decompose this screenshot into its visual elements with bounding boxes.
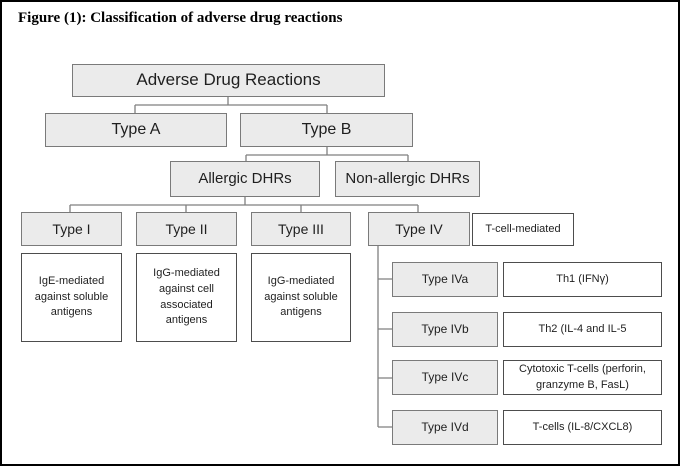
node-type-iii: Type III (251, 212, 351, 246)
node-adverse-drug-reactions: Adverse Drug Reactions (72, 64, 385, 97)
node-type-iva: Type IVa (392, 262, 498, 297)
node-type-ii: Type II (136, 212, 237, 246)
desc-type-iva: Th1 (IFNγ) (503, 262, 662, 297)
node-type-ivb: Type IVb (392, 312, 498, 347)
node-type-i: Type I (21, 212, 122, 246)
desc-type-ivd: T-cells (IL-8/CXCL8) (503, 410, 662, 445)
node-type-ivc: Type IVc (392, 360, 498, 395)
node-type-iv: Type IV (368, 212, 470, 246)
node-allergic-dhrs: Allergic DHRs (170, 161, 320, 197)
desc-type-ii: IgG-mediated against cell associated ant… (136, 253, 237, 342)
label-t-cell-mediated: T-cell-mediated (472, 213, 574, 246)
node-type-b: Type B (240, 113, 413, 147)
node-non-allergic-dhrs: Non-allergic DHRs (335, 161, 480, 197)
desc-type-iii: IgG-mediated against soluble antigens (251, 253, 351, 342)
desc-type-ivc: Cytotoxic T-cells (perforin, granzyme B,… (503, 360, 662, 395)
figure-title: Figure (1): Classification of adverse dr… (18, 10, 343, 26)
node-type-ivd: Type IVd (392, 410, 498, 445)
desc-type-i: IgE-mediated against soluble antigens (21, 253, 122, 342)
desc-type-ivb: Th2 (IL-4 and IL-5 (503, 312, 662, 347)
node-type-a: Type A (45, 113, 227, 147)
